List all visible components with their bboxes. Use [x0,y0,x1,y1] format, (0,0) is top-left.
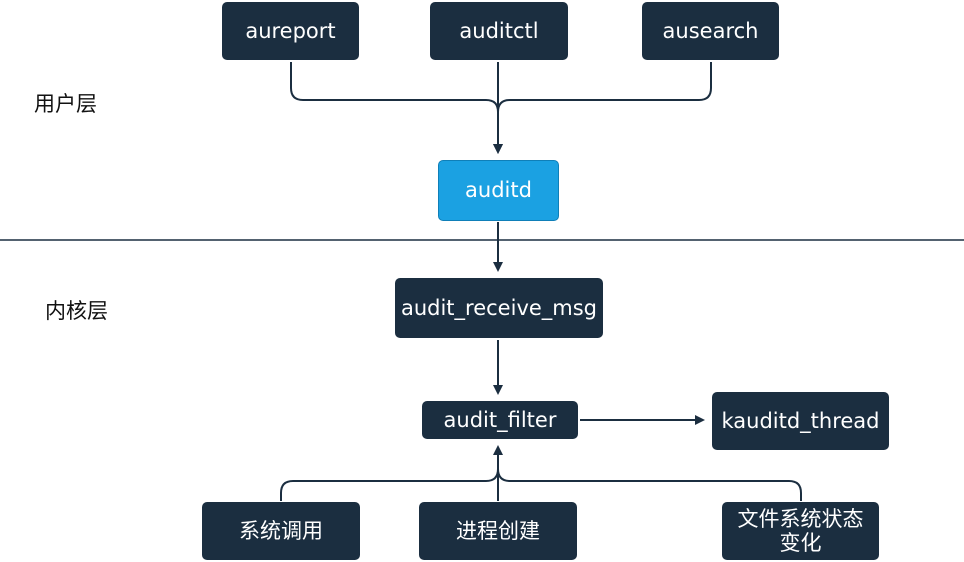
node-process-create[interactable]: 进程创建 [419,502,577,560]
edge-fs-filter [497,468,802,501]
node-aureport[interactable]: aureport [222,2,359,60]
node-auditctl[interactable]: auditctl [430,2,568,60]
node-auditd[interactable]: auditd [438,160,559,221]
node-kauditd-thread[interactable]: kauditd_thread [712,392,889,450]
node-syscall[interactable]: 系统调用 [202,502,360,560]
node-ausearch[interactable]: ausearch [642,2,779,60]
node-audit-filter[interactable]: audit_filter [422,401,578,439]
edge-aureport-auditd [290,62,503,154]
node-fs-change[interactable]: 文件系统状态 变化 [722,502,879,560]
edge-syscall-filter [280,468,499,501]
node-audit-receive-msg[interactable]: audit_receive_msg [395,278,603,338]
edge-ausearch-auditd [497,62,712,113]
node-fs-change-line2: 变化 [779,531,822,555]
user-layer-label: 用户层 [34,92,97,116]
kernel-layer-label: 内核层 [45,299,108,323]
node-fs-change-line1: 文件系统状态 [737,506,864,531]
